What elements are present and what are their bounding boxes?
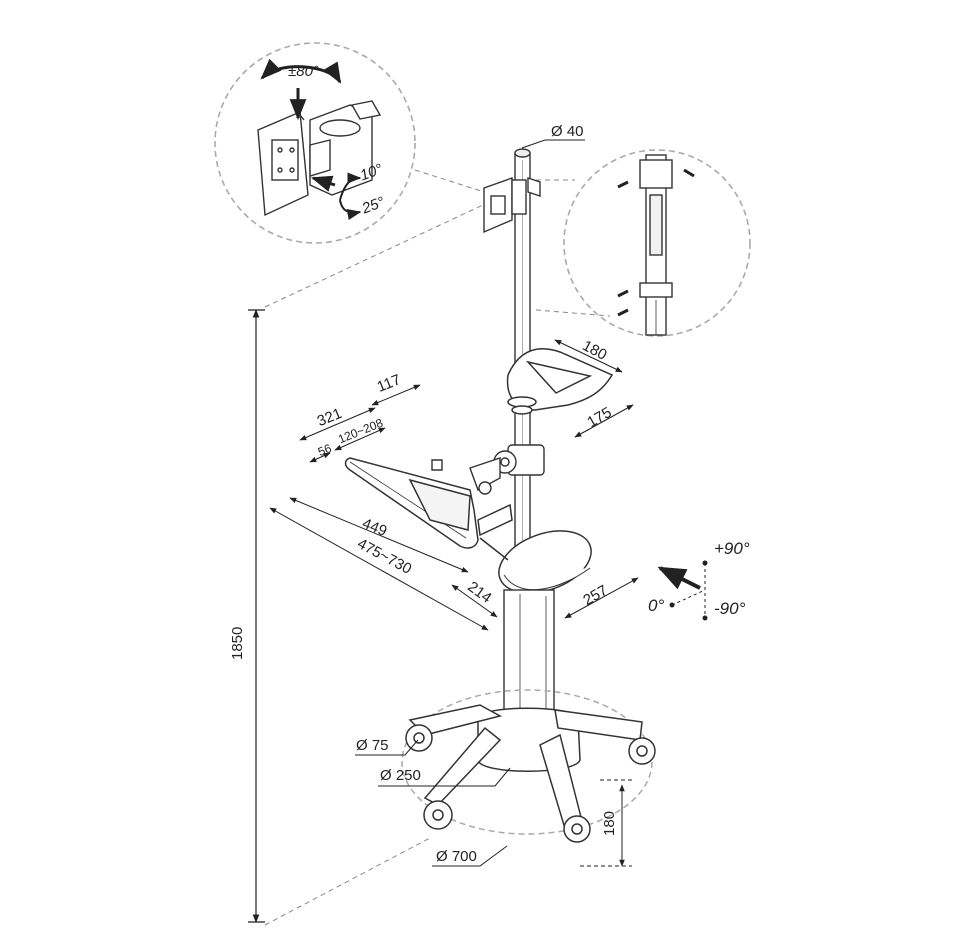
caster-front-right xyxy=(563,815,591,843)
caster-right xyxy=(628,737,656,765)
wheel-diameter-label: Ø 75 xyxy=(356,737,389,754)
leader-lines xyxy=(355,139,585,867)
rotate-minus-label: -90° xyxy=(714,599,746,618)
dimension-lines xyxy=(269,339,639,867)
vesa-mount xyxy=(483,177,541,234)
mouse-pad xyxy=(479,530,592,594)
rotate-zero-label: 0° xyxy=(648,596,665,615)
casters xyxy=(405,724,656,843)
column-diameter-label: Ø 250 xyxy=(380,767,421,784)
detail-circle-mount xyxy=(214,42,416,244)
height-dimension xyxy=(248,309,265,923)
arm-clamp xyxy=(431,444,545,495)
handle xyxy=(506,348,614,415)
base-height-label: 180 xyxy=(601,810,618,836)
detail-mount-arrows xyxy=(260,58,362,220)
column xyxy=(503,589,555,719)
swivel-angle-label: ±80° xyxy=(288,63,319,80)
detail-mount-head xyxy=(257,100,382,217)
caster-left xyxy=(405,724,433,752)
base-diameter-label: Ø 700 xyxy=(436,848,477,865)
pole-diameter-label: Ø 40 xyxy=(551,123,584,140)
detail-pole-marks xyxy=(617,168,695,317)
total-height-label: 1850 xyxy=(229,626,246,660)
detail-pole-joint xyxy=(639,154,673,336)
detail-circle-pole xyxy=(563,149,751,337)
rotation-indicator xyxy=(657,560,708,621)
rotate-plus-label: +90° xyxy=(714,539,750,558)
caster-front-left xyxy=(423,800,453,830)
